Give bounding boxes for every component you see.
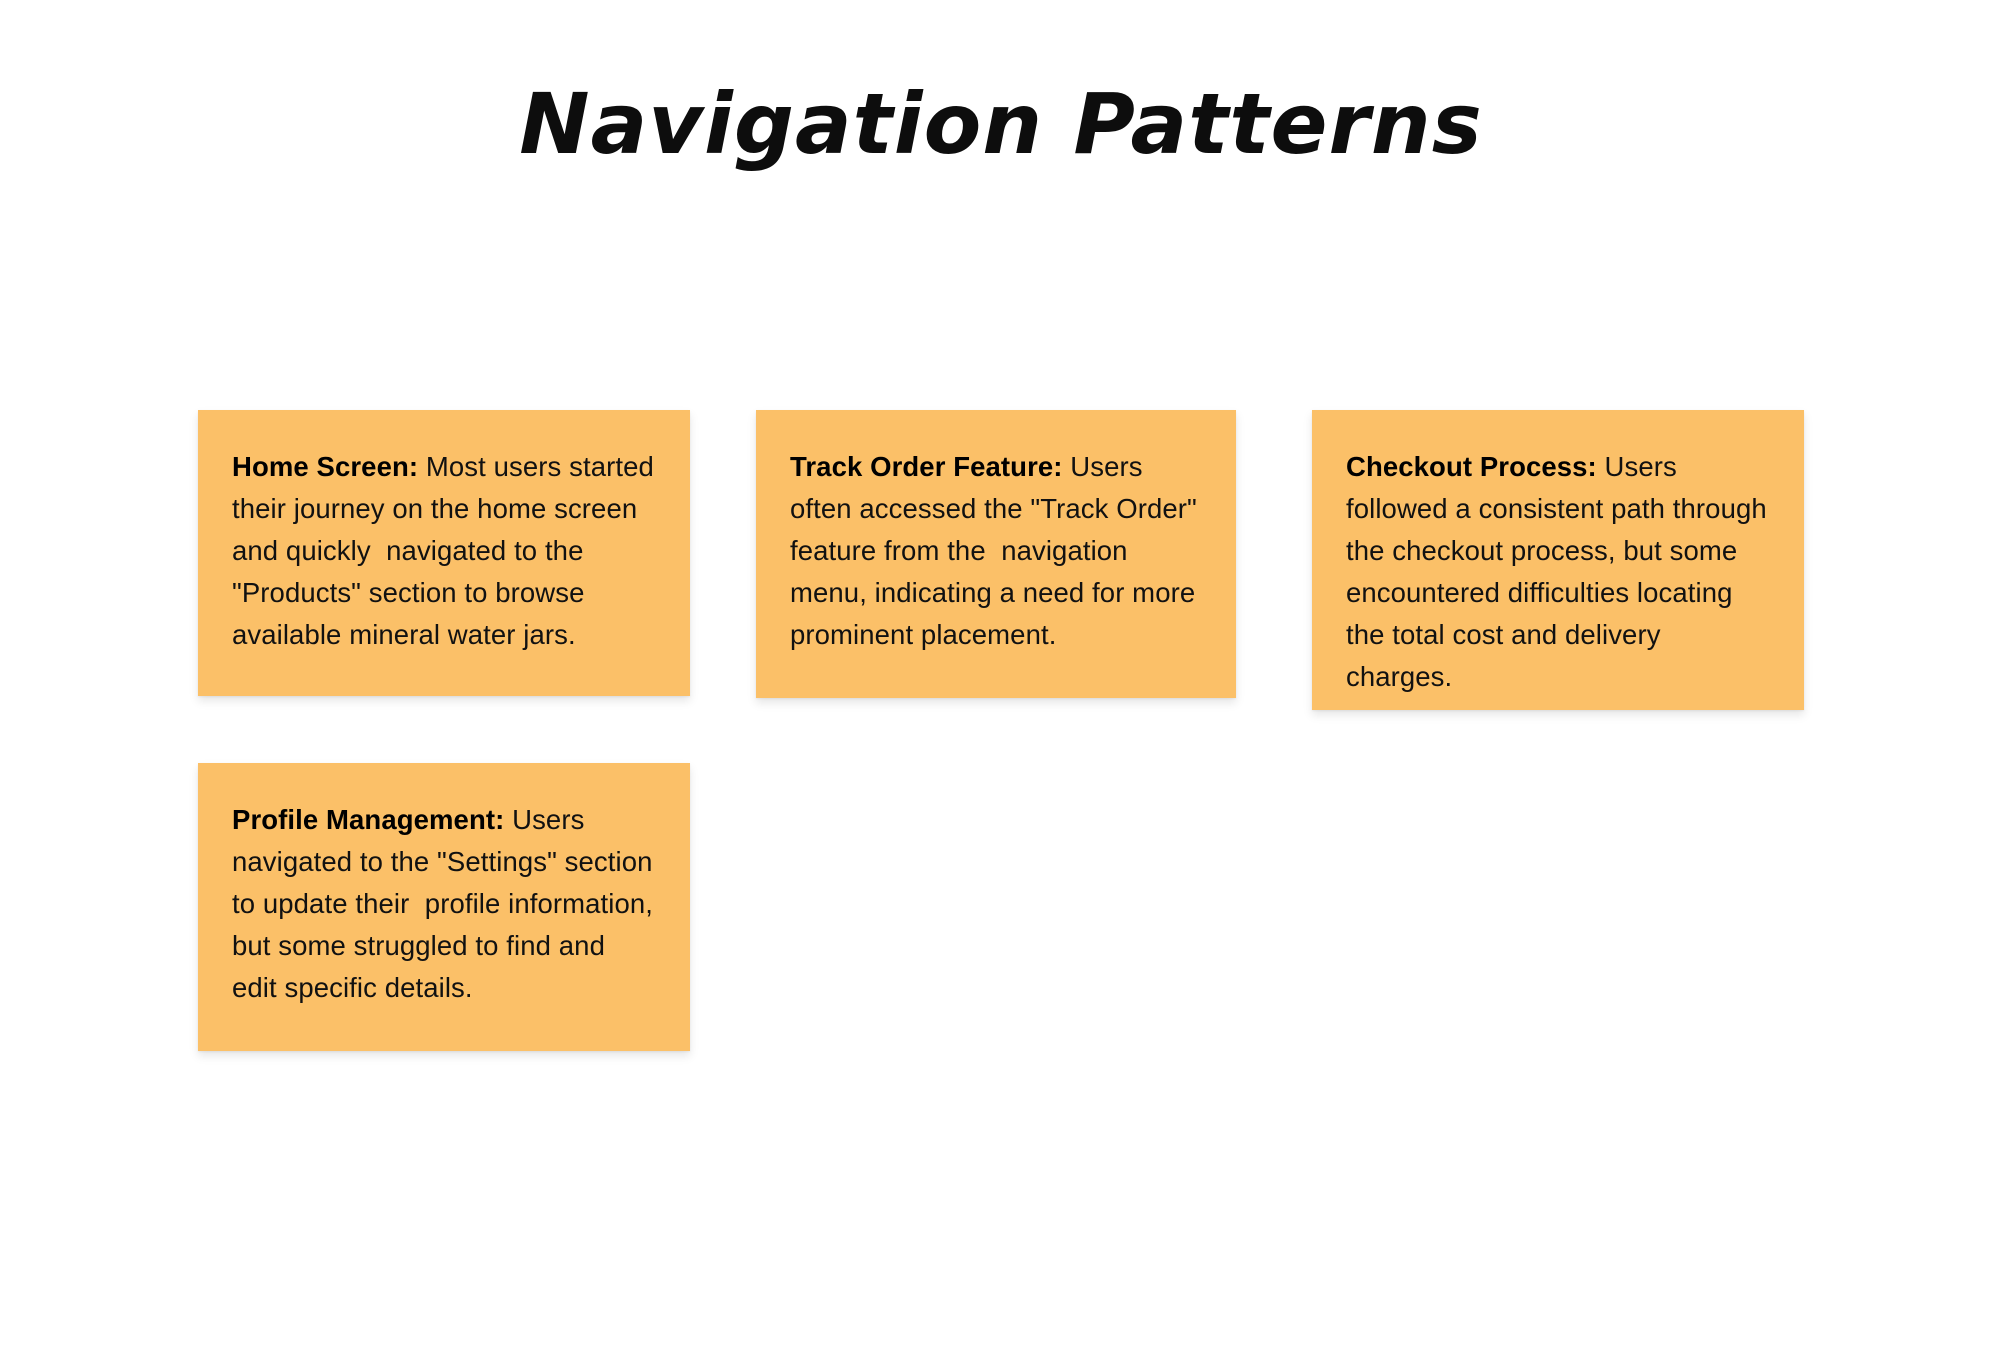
note-text-profile-management: Profile Management: Users navigated to t…	[232, 799, 656, 1009]
note-body-track-order: Users often accessed the "Track Order" f…	[790, 451, 1205, 650]
sticky-note-home-screen[interactable]: Home Screen: Most users started their jo…	[198, 410, 690, 696]
note-body-profile-management: Users navigated to the "Settings" sectio…	[232, 804, 661, 1003]
sticky-note-checkout-process[interactable]: Checkout Process: Users followed a consi…	[1312, 410, 1804, 710]
note-text-checkout-process: Checkout Process: Users followed a consi…	[1346, 446, 1770, 698]
page-title: Navigation Patterns	[519, 75, 1483, 173]
sticky-note-track-order[interactable]: Track Order Feature: Users often accesse…	[756, 410, 1236, 698]
note-body-home-screen: Most users started their journey on the …	[232, 451, 662, 650]
sticky-note-profile-management[interactable]: Profile Management: Users navigated to t…	[198, 763, 690, 1051]
note-lead-track-order: Track Order Feature:	[790, 451, 1063, 482]
note-body-checkout-process: Users followed a consistent path through…	[1346, 451, 1775, 692]
note-text-home-screen: Home Screen: Most users started their jo…	[232, 446, 656, 656]
note-lead-home-screen: Home Screen:	[232, 451, 419, 482]
note-lead-profile-management: Profile Management:	[232, 804, 505, 835]
note-text-track-order: Track Order Feature: Users often accesse…	[790, 446, 1202, 656]
note-lead-checkout-process: Checkout Process:	[1346, 451, 1597, 482]
